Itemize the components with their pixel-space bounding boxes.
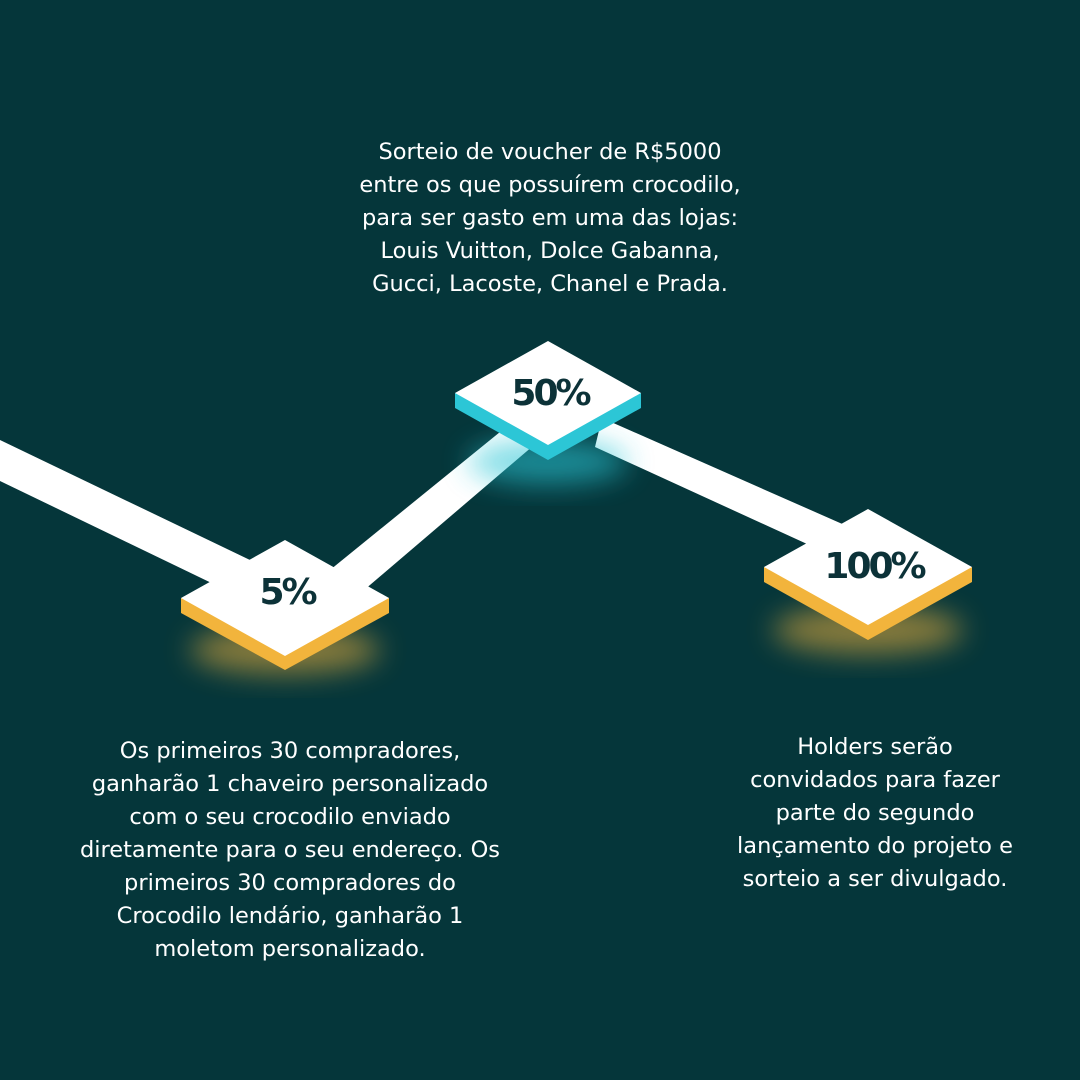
tile-top-5 xyxy=(181,540,389,656)
glow-50 xyxy=(468,440,628,484)
milestone-tile-100: 100% xyxy=(764,509,972,640)
tile-top-50 xyxy=(455,341,641,445)
milestone-description-100: Holders serão convidados para fazer part… xyxy=(737,734,1013,892)
milestone-tile-5: 5% xyxy=(181,540,389,670)
milestone-description-5: Os primeiros 30 compradores, ganharão 1 … xyxy=(79,738,501,962)
path-segment-left xyxy=(0,440,250,590)
milestone-label-5: 5% xyxy=(259,572,316,613)
milestone-tile-50: 50% xyxy=(455,341,641,460)
milestone-description-50: Sorteio de voucher de R$5000 entre os qu… xyxy=(359,139,741,297)
milestone-label-100: 100% xyxy=(824,546,925,587)
path-segment-50-to-100 xyxy=(595,418,865,560)
milestone-label-50: 50% xyxy=(511,373,590,414)
tile-top-100 xyxy=(764,509,972,625)
roadmap-path xyxy=(0,418,865,602)
